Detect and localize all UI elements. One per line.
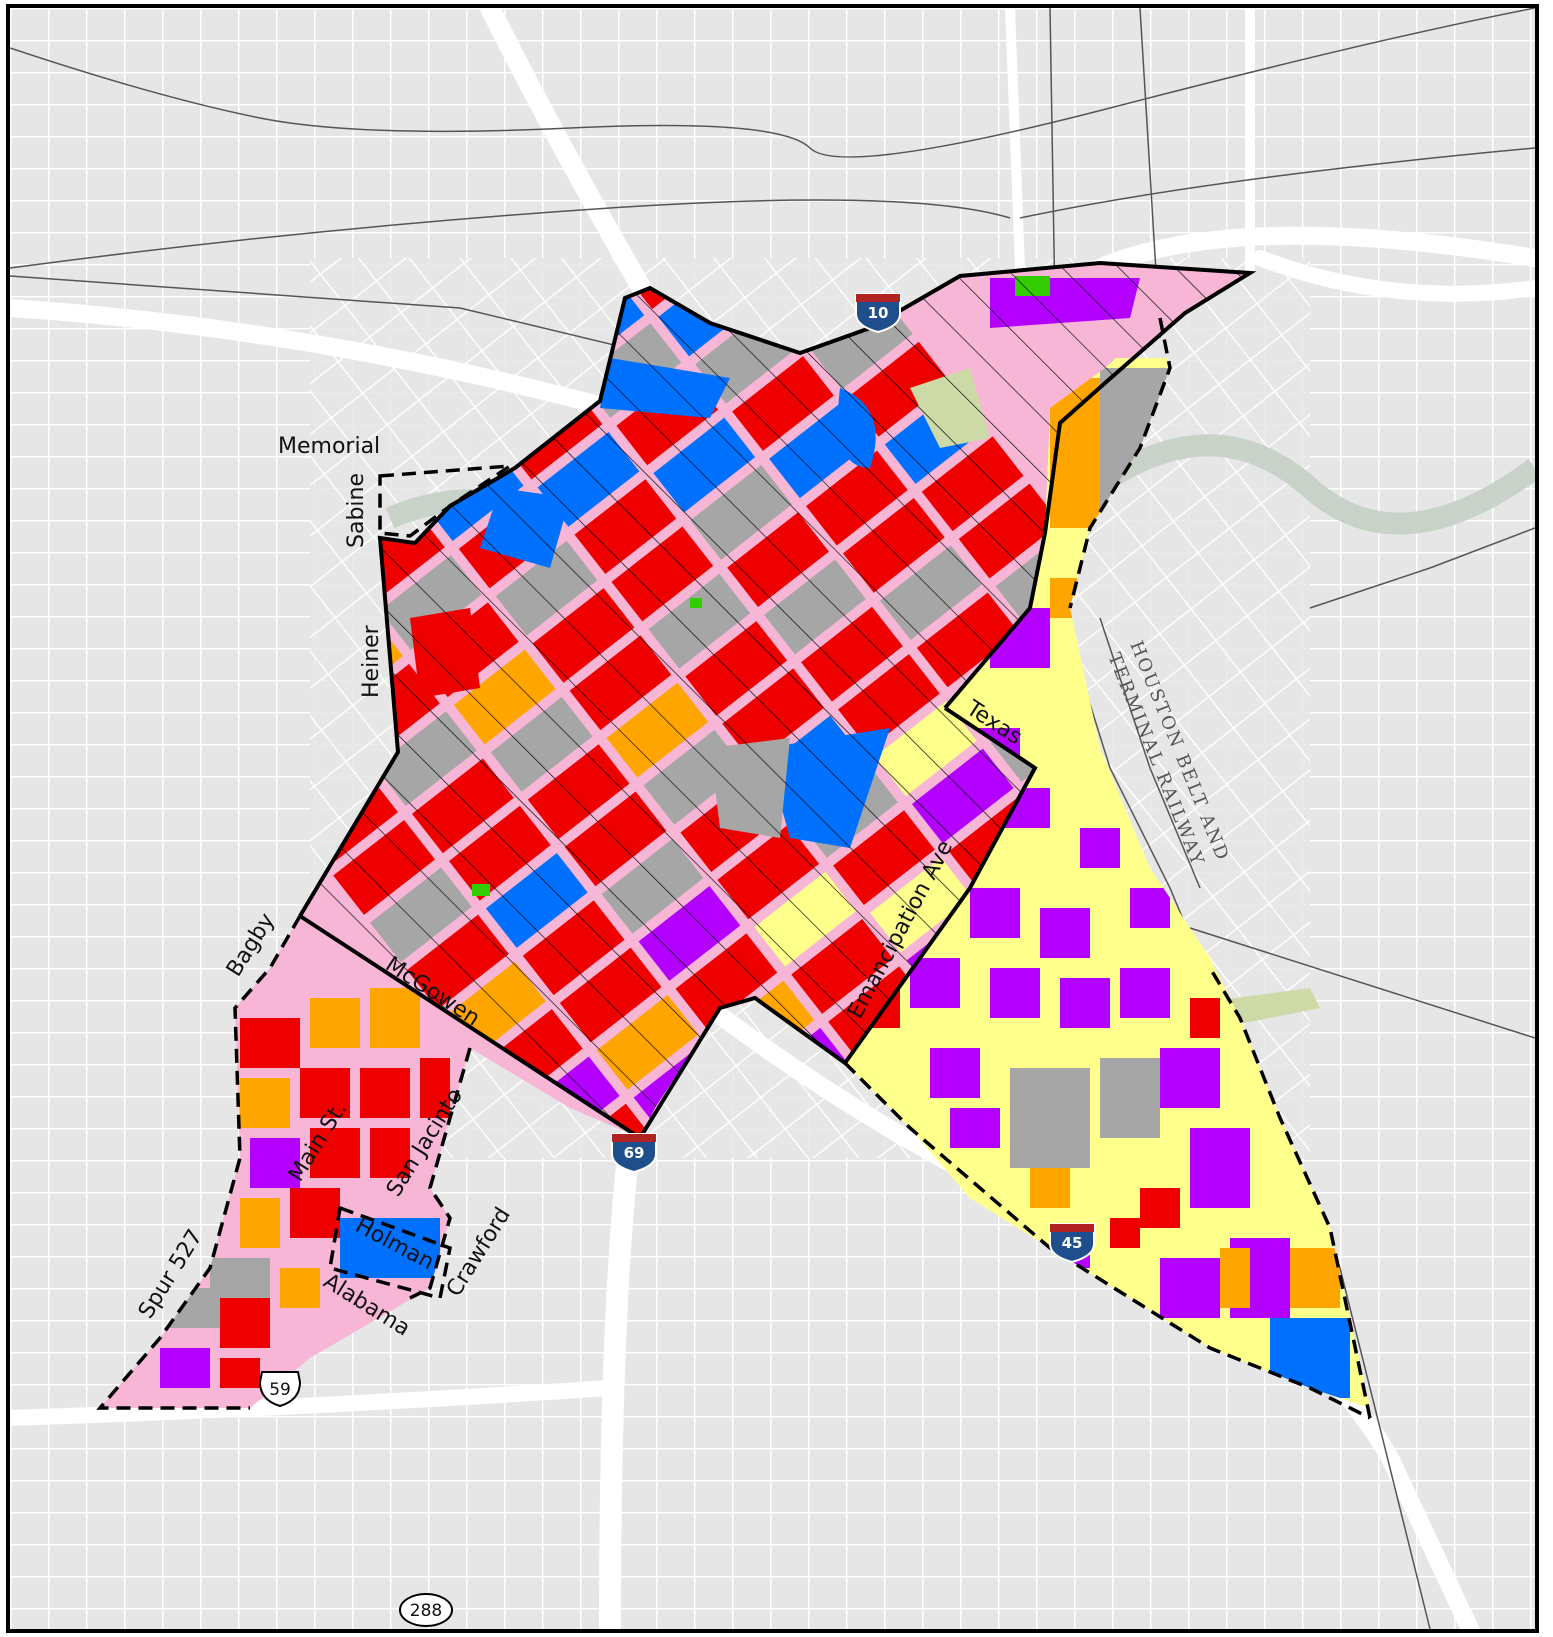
label-sabine: Sabine: [344, 473, 369, 548]
i45-label: 45: [1062, 1234, 1083, 1252]
i45-shield: 45: [1049, 1223, 1095, 1264]
i10-shield: 10: [855, 293, 901, 334]
label-memorial: Memorial: [278, 434, 380, 459]
us59-label: 59: [269, 1380, 291, 1400]
label-heiner: Heiner: [359, 624, 384, 698]
sh288-label: 288: [410, 1601, 442, 1621]
district-boundary-dashed: [96, 317, 1372, 1420]
sh288-shield: 288: [399, 1593, 453, 1627]
i10-label: 10: [868, 304, 889, 322]
land-use-map: 10 69 45 59 288 Memorial Sabine Heiner B…: [10, 8, 1535, 1629]
us59-shield: 59: [258, 1371, 302, 1408]
map-frame: 10 69 45 59 288 Memorial Sabine Heiner B…: [6, 4, 1539, 1633]
i69-label: 69: [624, 1144, 645, 1162]
district-boundary-solid: [298, 260, 1257, 918]
i69-shield: 69: [611, 1133, 657, 1174]
